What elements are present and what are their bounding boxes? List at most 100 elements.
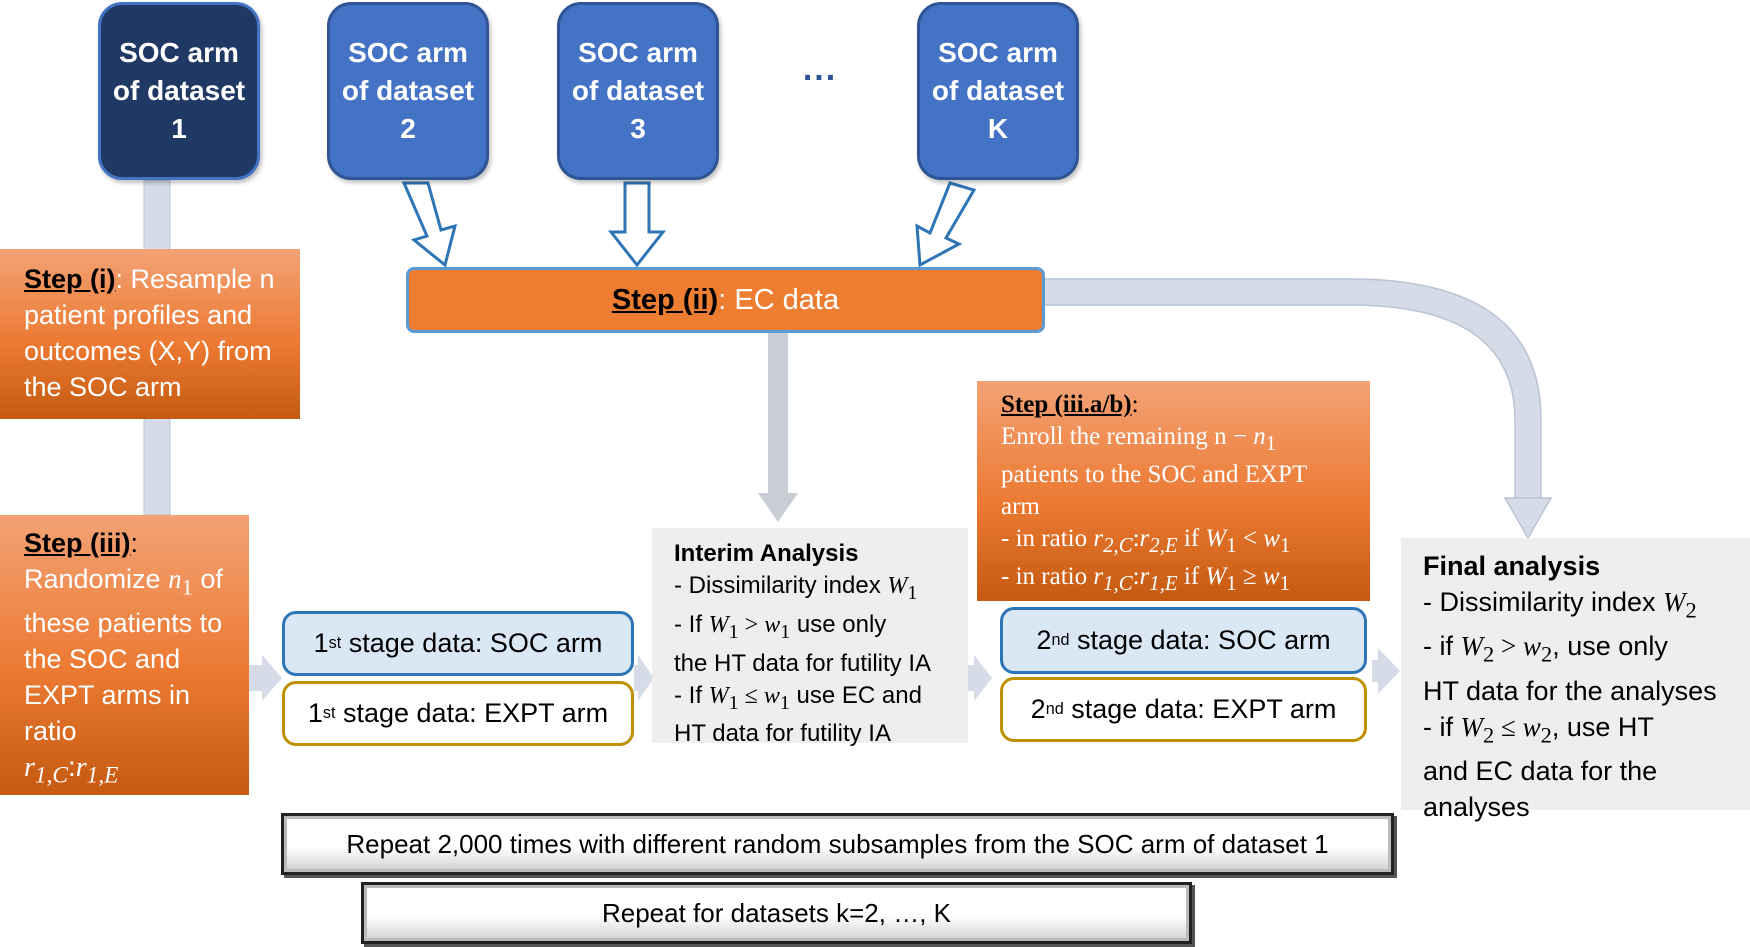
step-iiiab-l4-r1-sub: 2,C bbox=[1103, 533, 1133, 557]
final-l5: and EC data for the bbox=[1423, 756, 1658, 787]
final-l6: analyses bbox=[1423, 792, 1530, 823]
soc-dataset-k-box: SOC arm of dataset K bbox=[917, 2, 1079, 180]
arrow-interim-to-stage2 bbox=[967, 655, 992, 701]
step-iiiab-l1-sub: 1 bbox=[1265, 431, 1277, 455]
soc-dataset-1-label: SOC arm of dataset 1 bbox=[112, 37, 246, 144]
step-iiiab-l5-r2-sub: 1,E bbox=[1149, 571, 1178, 595]
repeat-2000-box: Repeat 2,000 times with different random… bbox=[281, 813, 1394, 875]
step-iii-colon: : bbox=[130, 528, 139, 558]
step-iiiab-l5-colon: : bbox=[1132, 563, 1140, 590]
interim-l4a: - If bbox=[674, 681, 709, 709]
interim-l2-w: w bbox=[764, 611, 781, 638]
step-ii-text: : EC data bbox=[718, 283, 840, 316]
final-l2-w-sub: 2 bbox=[1541, 641, 1553, 667]
step-iii-ratio-a: r bbox=[24, 752, 35, 784]
step-iiiab-l1: Enroll the remaining n − bbox=[1001, 423, 1254, 450]
step-i-box: Step (i): Resample n patient profiles an… bbox=[0, 249, 300, 419]
step-iiiab-colon: : bbox=[1131, 391, 1139, 418]
step-iiiab-l5-W-sub: 1 bbox=[1226, 571, 1237, 595]
step-iiiab-l4-r2-sub: 2,E bbox=[1149, 533, 1178, 557]
soc-dataset-2-box: SOC arm of dataset 2 bbox=[327, 2, 489, 180]
final-l1: - Dissimilarity index bbox=[1423, 587, 1664, 617]
step-iiiab-l5-W: W bbox=[1205, 563, 1227, 590]
step-ii-label: Step (ii) bbox=[611, 283, 719, 316]
connector-ec-to-interim bbox=[768, 333, 788, 493]
final-l4-op: ≤ bbox=[1494, 711, 1523, 742]
arrow-head-ec-to-final bbox=[1503, 497, 1553, 540]
step-iiiab-l5-r2: r bbox=[1139, 563, 1150, 590]
step-iii-line1: Randomize bbox=[24, 564, 169, 594]
soc-dataset-1-box: SOC arm of dataset 1 bbox=[98, 2, 260, 180]
final-l4a: - if bbox=[1423, 711, 1461, 742]
step-iiiab-l5a: - in ratio bbox=[1001, 563, 1094, 590]
final-l2-var: W bbox=[1460, 631, 1484, 662]
interim-l4-sub: 1 bbox=[728, 691, 739, 714]
stage2-soc-text: stage data: SOC arm bbox=[1069, 625, 1331, 655]
step-iiiab-l4-r1: r bbox=[1093, 525, 1104, 552]
stage1-soc-sup: st bbox=[328, 634, 342, 652]
interim-l5: HT data for futility IA bbox=[674, 720, 891, 748]
final-analysis-box: Final analysis - Dissimilarity index W2 … bbox=[1401, 538, 1750, 822]
stage1-expt-sup: st bbox=[322, 704, 336, 722]
stage2-expt-sup: nd bbox=[1045, 700, 1064, 718]
step-iiiab-box: Step (iii.a/b): Enroll the remaining n −… bbox=[977, 381, 1370, 601]
stage1-expt-text: stage data: EXPT arm bbox=[335, 698, 609, 728]
interim-l4-var: W bbox=[708, 682, 729, 709]
final-l2-w: w bbox=[1522, 631, 1541, 662]
interim-l2-var: W bbox=[708, 611, 729, 638]
arrow-sock-to-ec bbox=[915, 181, 977, 268]
final-l2b: , use only bbox=[1552, 631, 1668, 662]
arrow-stage2-to-final bbox=[1372, 648, 1400, 694]
interim-l2-w-sub: 1 bbox=[780, 620, 791, 643]
step-iiiab-l4a: - in ratio bbox=[1001, 525, 1094, 552]
step-iii-n-var: n bbox=[168, 564, 182, 594]
step-iii-n-sub: 1 bbox=[181, 574, 193, 600]
final-l4-var: W bbox=[1460, 711, 1484, 742]
step-iiiab-l5-r1: r bbox=[1093, 563, 1104, 590]
arrow-step-iii-to-stage1 bbox=[248, 655, 282, 701]
step-i-text: : Resample n patient profiles and outcom… bbox=[24, 264, 275, 402]
interim-l4-w: w bbox=[763, 682, 780, 709]
interim-l2b: use only bbox=[790, 610, 887, 638]
arrow-stage1-to-interim bbox=[634, 655, 654, 701]
repeat-datasets-text: Repeat for datasets k=2, …, K bbox=[601, 897, 952, 928]
final-l1-sub: 2 bbox=[1685, 597, 1697, 623]
final-l4-sub: 2 bbox=[1483, 722, 1495, 748]
final-l4b: , use HT bbox=[1551, 711, 1654, 742]
interim-analysis-box: Interim Analysis - Dissimilarity index W… bbox=[652, 528, 968, 747]
step-iii-label: Step (iii) bbox=[24, 528, 131, 558]
final-l2-sub: 2 bbox=[1483, 641, 1495, 667]
interim-l2-sub: 1 bbox=[728, 620, 739, 643]
soc-dataset-3-box: SOC arm of dataset 3 bbox=[557, 2, 719, 180]
interim-l1: - Dissimilarity index bbox=[674, 572, 888, 599]
stage1-soc-text: stage data: SOC arm bbox=[341, 628, 603, 658]
step-iiiab-l3: arm bbox=[1001, 493, 1040, 520]
repeat-2000-text: Repeat 2,000 times with different random… bbox=[346, 828, 1329, 859]
step-iiiab-l5b: if bbox=[1177, 563, 1206, 590]
step-iiiab-l5-r1-sub: 1,C bbox=[1103, 571, 1133, 595]
interim-l3: the HT data for futility IA bbox=[674, 649, 932, 677]
step-iiiab-l4-r2: r bbox=[1139, 525, 1150, 552]
interim-l1-sub: 1 bbox=[907, 581, 918, 604]
stage2-expt-prefix: 2 bbox=[1030, 694, 1046, 724]
step-iiiab-l5-op: ≥ bbox=[1236, 563, 1263, 590]
final-l4-w: w bbox=[1522, 711, 1541, 742]
step-i-label: Step (i) bbox=[24, 264, 116, 294]
stage1-expt-prefix: 1 bbox=[307, 698, 323, 728]
step-iiiab-l5-w-sub: 1 bbox=[1279, 571, 1290, 595]
step-iiiab-l4-op: < bbox=[1236, 525, 1264, 552]
interim-l4-w-sub: 1 bbox=[779, 691, 790, 714]
interim-l1-var: W bbox=[887, 573, 908, 599]
connector-ec-to-final bbox=[1045, 279, 1541, 500]
stage2-expt-text: stage data: EXPT arm bbox=[1063, 694, 1337, 724]
step-iii-ratio-b: r bbox=[75, 752, 87, 784]
step-iii-line2: of these patients to the SOC and EXPT ar… bbox=[24, 564, 223, 747]
connector-ec-to-final-edge bbox=[1045, 278, 1542, 498]
final-title: Final analysis bbox=[1423, 551, 1601, 581]
interim-l2-op: > bbox=[738, 611, 765, 638]
stage2-soc-prefix: 2 bbox=[1036, 625, 1052, 655]
